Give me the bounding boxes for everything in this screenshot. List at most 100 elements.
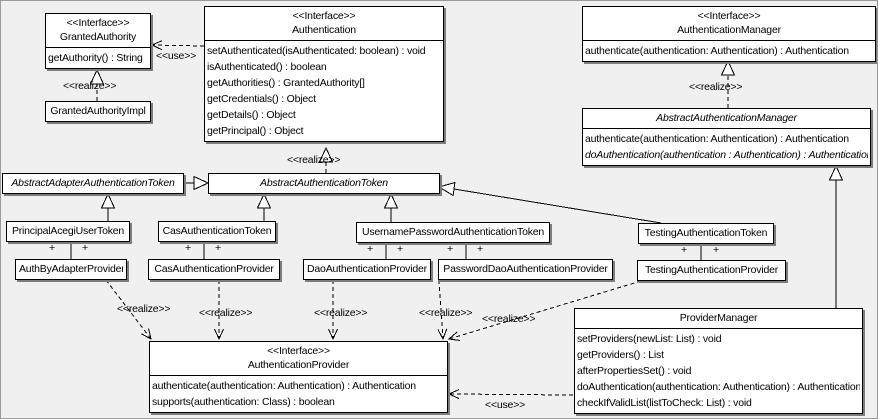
- class-method: doAuthentication(authentication : Authen…: [585, 149, 868, 161]
- class-header: TestingAuthenticationProvider: [638, 261, 785, 280]
- stereotype-label-realize: <<realize>>: [419, 307, 473, 319]
- edge-gen-principaltoken-to-abstractadapter: [100, 192, 116, 221]
- stereotype-label-use: <<use>>: [485, 399, 526, 411]
- class-name: AuthenticationManager: [677, 24, 781, 36]
- open-arrowhead-icon: [150, 40, 163, 51]
- stereotype-label-realize: <<realize>>: [482, 313, 536, 325]
- class-authentication-provider[interactable]: <<Interface>>AuthenticationProvider authe…: [149, 341, 448, 413]
- class-abstract-adapter-authentication-token[interactable]: AbstractAdapterAuthenticationToken: [2, 173, 184, 194]
- class-username-password-authentication-token[interactable]: UsernamePasswordAuthenticationToken: [356, 222, 550, 243]
- edge-gen-usernamepasswordtoken-to-abstracttoken: [383, 192, 399, 222]
- class-method: authenticate(authentication: Authenticat…: [585, 45, 849, 57]
- class-header: CasAuthenticationProvider: [149, 260, 279, 279]
- association-end-plus: +: [367, 243, 373, 255]
- class-name: TestingAuthenticationToken: [644, 227, 768, 239]
- class-authentication-manager[interactable]: <<Interface>> AuthenticationManager authen…: [582, 6, 876, 62]
- class-granted-authority-impl[interactable]: GrantedAuthorityImpl: [45, 101, 151, 122]
- edge-realize-passworddao-to-authenticationprovider: [437, 279, 448, 341]
- class-name: AbstractAuthenticationManager: [656, 112, 797, 124]
- association-end-plus: +: [49, 242, 55, 254]
- class-testing-authentication-provider[interactable]: TestingAuthenticationProvider: [637, 260, 786, 281]
- class-name: Authentication: [292, 24, 356, 36]
- class-provider-manager[interactable]: ProviderManager setProviders(newList: Lis…: [574, 308, 863, 414]
- stereotype-label-realize: <<realize>>: [689, 81, 743, 93]
- class-method: authenticate(authentication: Authenticat…: [152, 380, 416, 392]
- class-name: AbstractAdapterAuthenticationToken: [11, 177, 175, 189]
- hollow-triangle-arrowhead-icon: [720, 59, 736, 76]
- stereotype-label-realize: <<realize>>: [199, 307, 253, 319]
- class-header: AbstractAuthenticationToken: [209, 174, 439, 193]
- stereotype-label-use: <<use>>: [156, 50, 197, 62]
- stereotype-label-realize: <<realize>>: [314, 307, 368, 319]
- class-method: doAuthentication(authentication: Authent…: [577, 381, 860, 393]
- class-cas-authentication-provider[interactable]: CasAuthenticationProvider: [148, 259, 280, 280]
- class-abstract-authentication-token[interactable]: AbstractAuthenticationToken: [208, 173, 440, 194]
- class-header: CasAuthenticationToken: [159, 222, 275, 241]
- class-header: GrantedAuthorityImpl: [46, 102, 150, 121]
- class-header: AbstractAuthenticationManager: [583, 109, 870, 128]
- class-header: ProviderManager: [575, 309, 862, 328]
- hollow-triangle-arrowhead-icon: [256, 192, 272, 209]
- stereotype-label-realize: <<realize>>: [63, 80, 117, 92]
- class-method: authenticate(authentication: Authenticat…: [585, 133, 849, 145]
- class-cas-authentication-token[interactable]: CasAuthenticationToken: [158, 221, 276, 242]
- class-name: AuthByAdapterProvider: [19, 263, 123, 275]
- hollow-triangle-arrowhead-icon: [100, 192, 116, 209]
- class-stereotype: <<Interface>>: [292, 10, 356, 22]
- class-method: isAuthenticated() : boolean: [207, 61, 327, 73]
- class-header: <<Interface>> AuthenticationManager: [583, 7, 875, 40]
- class-header: <<Interface>>AuthenticationProvider: [150, 342, 447, 375]
- edge-realize-abstracttoken-to-authentication: [318, 146, 334, 173]
- hollow-triangle-arrowhead-icon: [828, 164, 844, 181]
- class-name: GrantedAuthorityImpl: [50, 105, 146, 117]
- class-name: PrincipalAcegiUserToken: [11, 225, 125, 237]
- class-method: checkIfValidList(listToCheck: List) : vo…: [577, 397, 752, 409]
- class-method: getDetails() : Object: [207, 109, 296, 121]
- class-name: UsernamePasswordAuthenticationToken: [361, 226, 545, 238]
- association-end-plus: +: [82, 242, 88, 254]
- class-principal-acegi-user-token[interactable]: PrincipalAcegiUserToken: [6, 221, 130, 242]
- open-arrowhead-icon: [141, 328, 152, 340]
- hollow-triangle-arrowhead-icon: [89, 68, 105, 85]
- edge-realize-daoprovider-to-authenticationprovider: [328, 280, 338, 341]
- class-method: setProviders(newList: List) : void: [577, 333, 722, 345]
- class-name: ProviderManager: [679, 312, 758, 324]
- open-arrowhead-icon: [447, 389, 460, 400]
- class-password-dao-authentication-provider[interactable]: PasswordDaoAuthenticationProvider: [438, 259, 613, 280]
- class-abstract-authentication-manager[interactable]: AbstractAuthenticationManager authenticat…: [582, 108, 871, 166]
- class-stereotype: <<Interface>>: [267, 345, 330, 357]
- class-header: AuthByAdapterProvider: [16, 260, 126, 279]
- class-name: TestingAuthenticationProvider: [644, 264, 779, 276]
- edge-realize-grantedauthorityimpl-to-grantedauthority: [89, 68, 105, 101]
- open-arrowhead-icon: [447, 331, 460, 341]
- class-methods: setAuthenticated(isAuthenticated: boolea…: [205, 40, 443, 141]
- class-authentication[interactable]: <<Interface>> Authentication setAuthentica…: [204, 6, 444, 142]
- edge-realize-testingprovider-to-authenticationprovider: [447, 280, 642, 341]
- class-header: DaoAuthenticationProvider: [304, 260, 430, 279]
- association-end-plus: +: [447, 243, 453, 255]
- association-end-plus: +: [215, 242, 221, 254]
- open-arrowhead-icon: [437, 328, 448, 341]
- class-testing-authentication-token[interactable]: TestingAuthenticationToken: [638, 223, 774, 244]
- association-end-plus: +: [681, 244, 687, 256]
- open-arrowhead-icon: [214, 328, 224, 341]
- class-stereotype: <<Interface>>: [66, 17, 130, 29]
- class-dao-authentication-provider[interactable]: DaoAuthenticationProvider: [303, 259, 431, 280]
- edge-use-providermanager-to-authenticationprovider: [447, 389, 574, 400]
- stereotype-label-realize: <<realize>>: [287, 154, 341, 166]
- class-name: DaoAuthenticationProvider: [307, 263, 427, 275]
- class-name: CasAuthenticationProvider: [154, 263, 274, 275]
- class-auth-by-adapter-provider[interactable]: AuthByAdapterProvider: [15, 259, 127, 280]
- edge-gen-castoken-to-abstracttoken: [256, 192, 272, 221]
- class-stereotype: <<Interface>>: [697, 10, 761, 22]
- class-name: GrantedAuthority: [59, 31, 137, 43]
- edge-use-authentication-to-grantedauthority: [150, 40, 205, 51]
- class-methods: authenticate(authentication: Authenticat…: [583, 40, 875, 61]
- class-method: getAuthorities() : GrantedAuthority[]: [207, 77, 365, 89]
- class-name: PasswordDaoAuthenticationProvider: [443, 263, 608, 275]
- edge-realize-casprovider-to-authenticationprovider: [214, 280, 224, 341]
